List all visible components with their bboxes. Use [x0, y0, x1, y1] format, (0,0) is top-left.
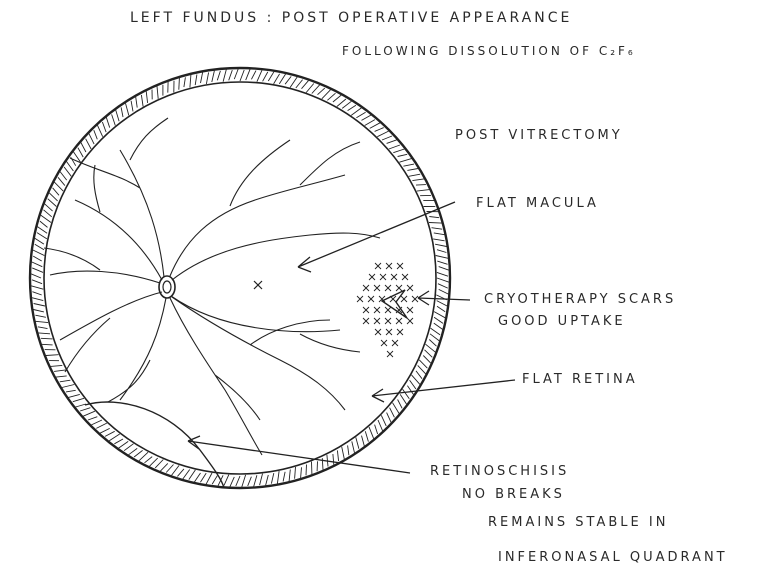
leader-arrows: [187, 201, 516, 474]
optic-disc: [158, 275, 176, 299]
retinoschisis-outline: [84, 401, 225, 489]
cryotherapy-scars: [356, 262, 419, 358]
label-retinoschisis-4: INFERONASAL QUADRANT: [498, 550, 728, 565]
title-line-2: FOLLOWING DISSOLUTION OF C₂F₆: [342, 44, 636, 58]
retinal-vessels: [43, 117, 381, 456]
label-retinoschisis-3: REMAINS STABLE IN: [488, 515, 669, 530]
label-flat-retina: FLAT RETINA: [522, 372, 638, 387]
label-cryotherapy-2: GOOD UPTAKE: [498, 314, 626, 329]
label-retinoschisis-2: NO BREAKS: [462, 487, 565, 502]
fundus-rim: [28, 66, 452, 490]
label-post-vitrectomy: POST VITRECTOMY: [455, 128, 623, 143]
label-retinoschisis-1: RETINOSCHISIS: [430, 464, 570, 479]
label-cryotherapy-1: CRYOTHERAPY SCARS: [484, 292, 677, 307]
fovea-mark: [253, 280, 263, 290]
label-flat-macula: FLAT MACULA: [476, 196, 599, 211]
title-line-1: LEFT FUNDUS : POST OPERATIVE APPEARANCE: [130, 10, 573, 26]
